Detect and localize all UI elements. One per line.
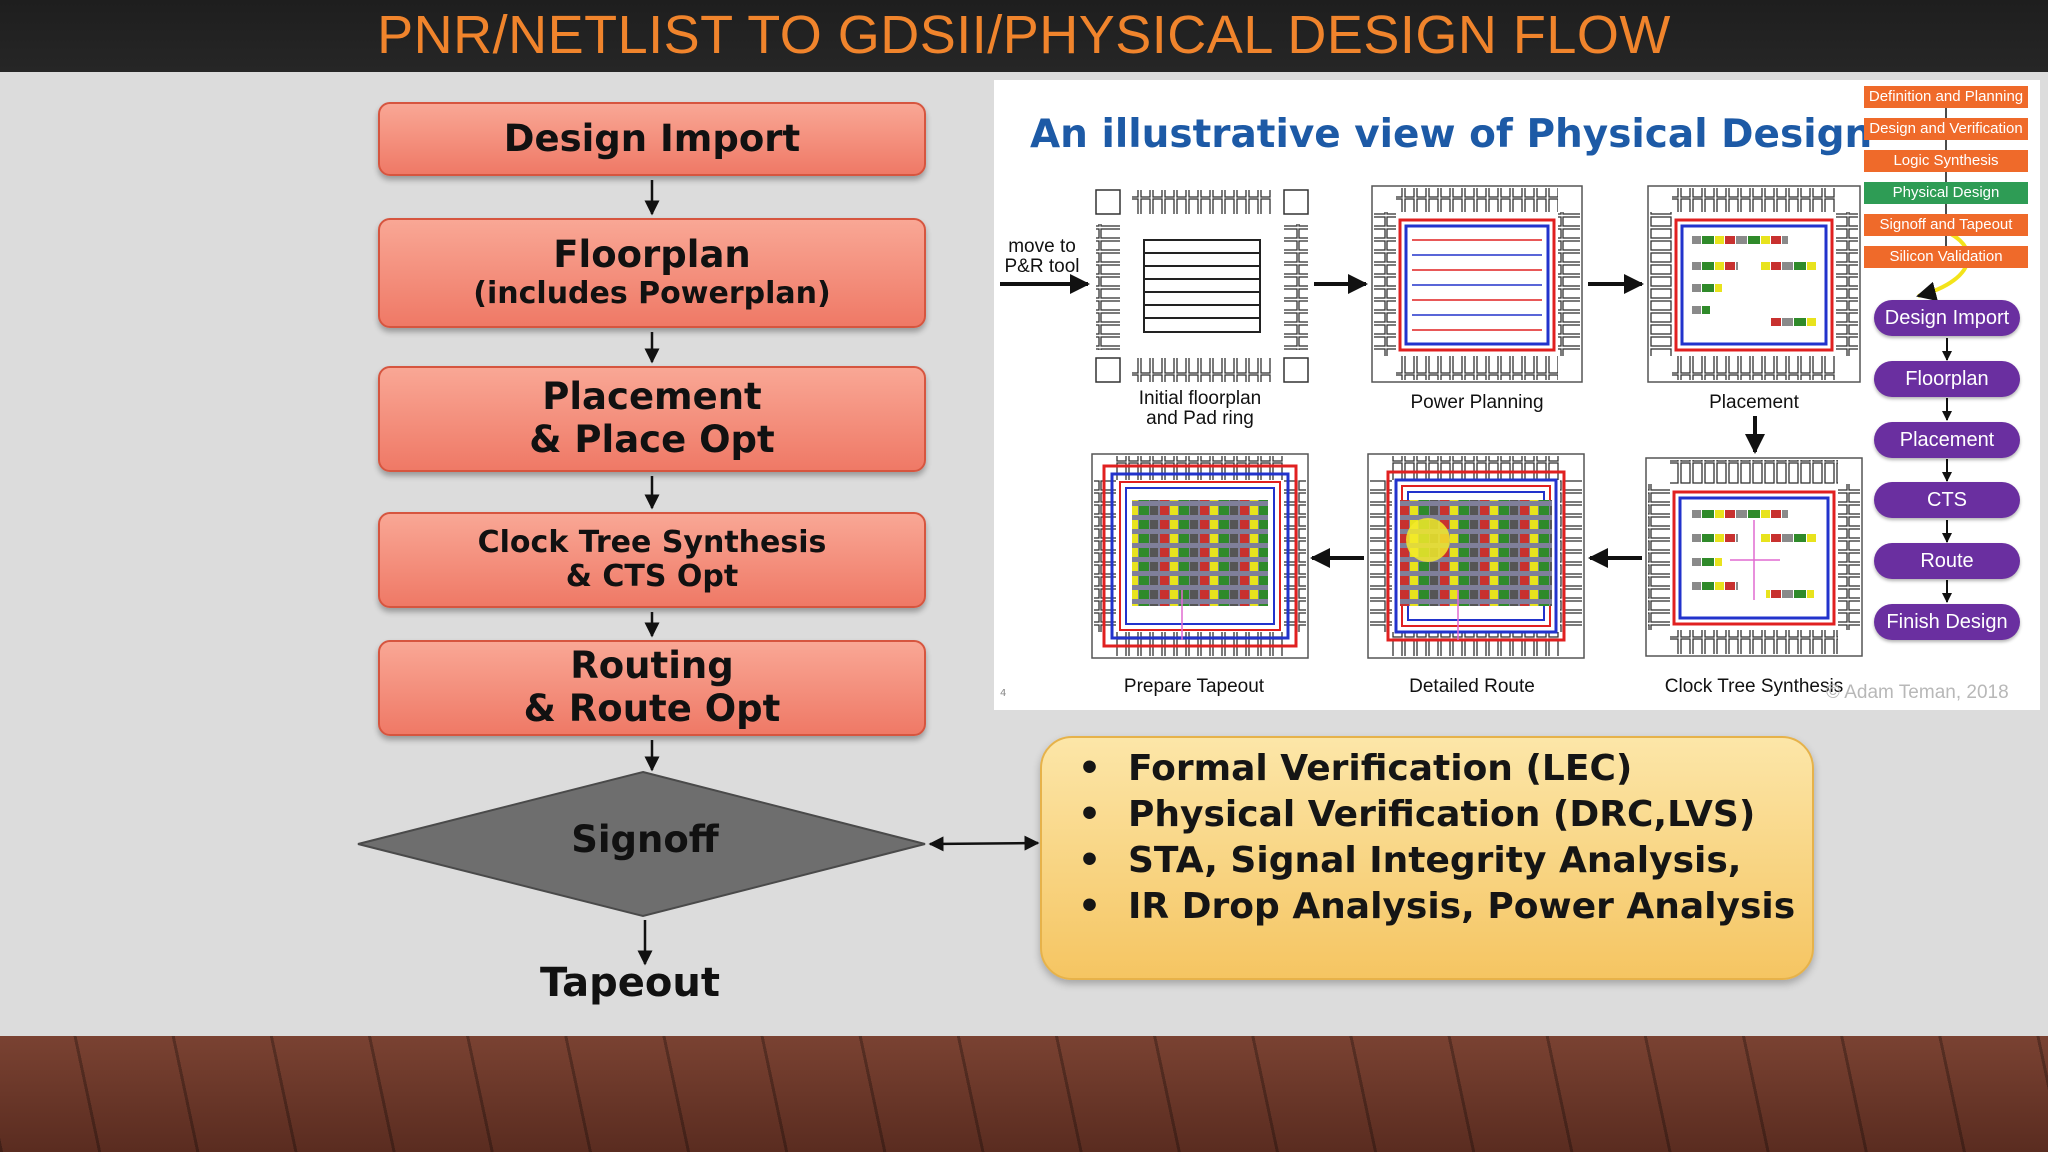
check-item: Formal Verification (LEC) <box>1078 746 1812 792</box>
side-step-signoff-tapeout: Signoff and Tapeout <box>1864 214 2028 236</box>
tapeout-label: Tapeout <box>540 960 720 1006</box>
side-step-logic-synthesis: Logic Synthesis <box>1864 150 2028 172</box>
flow-box-routing: Routing & Route Opt <box>378 640 926 736</box>
pill-route: Route <box>1874 543 2020 579</box>
pill-design-import: Design Import <box>1874 300 2020 336</box>
check-item: IR Drop Analysis, Power Analysis <box>1078 884 1812 930</box>
stage-label: Placement <box>1709 392 1799 413</box>
stage-detailed-route-chip <box>1367 453 1585 659</box>
flow-box-line: Floorplan <box>553 233 751 277</box>
stage-cts-chip <box>1645 457 1863 657</box>
title-bar: PNR/NETLIST TO GDSII/PHYSICAL DESIGN FLO… <box>0 0 2048 72</box>
flow-box-design-import: Design Import <box>378 102 926 176</box>
flow-box-line: & CTS Opt <box>565 559 739 594</box>
wood-floor-background <box>0 1036 2048 1152</box>
stage-power-planning-chip <box>1371 185 1583 383</box>
page-number: 4 <box>1000 688 1007 699</box>
flow-box-line: Routing <box>570 644 734 688</box>
signoff-diamond <box>357 770 926 918</box>
stage-label: Prepare Tapeout <box>1124 676 1265 697</box>
flow-box-line: Clock Tree Synthesis <box>477 524 827 560</box>
pill-cts: CTS <box>1874 482 2020 518</box>
flow-box-line: Design Import <box>503 116 801 160</box>
side-step-silicon-validation: Silicon Validation <box>1864 246 2028 268</box>
move-to-tool-label: P&R tool <box>1005 256 1080 277</box>
signoff-checks-box: Formal Verification (LEC) Physical Verif… <box>1040 736 1814 980</box>
flow-box-floorplan: Floorplan (includes Powerplan) <box>378 218 926 328</box>
side-step-definition: Definition and Planning <box>1864 86 2028 108</box>
signoff-checks-list: Formal Verification (LEC) Physical Verif… <box>1078 746 1812 930</box>
side-step-design-verification: Design and Verification <box>1864 118 2028 140</box>
stage-prepare-tapeout-chip <box>1091 453 1309 659</box>
stage-placement-chip <box>1647 185 1861 383</box>
flow-box-line: & Route Opt <box>523 687 781 730</box>
signoff-to-checks-arrow <box>928 835 1040 852</box>
copyright-text: © Adam Teman, 2018 <box>1826 682 2009 703</box>
check-item: Physical Verification (DRC,LVS) <box>1078 792 1812 838</box>
flow-box-line: & Place Opt <box>529 418 775 461</box>
stage-label: Clock Tree Synthesis <box>1665 676 1843 697</box>
flow-box-cts: Clock Tree Synthesis & CTS Opt <box>378 512 926 608</box>
side-step-physical-design: Physical Design <box>1864 182 2028 204</box>
stage-label: Detailed Route <box>1409 676 1535 697</box>
illustration-title: An illustrative view of Physical Design <box>1030 112 1873 157</box>
pill-placement: Placement <box>1874 422 2020 458</box>
page-title: PNR/NETLIST TO GDSII/PHYSICAL DESIGN FLO… <box>377 5 1671 65</box>
flow-box-line: (includes Powerplan) <box>473 276 831 312</box>
move-to-tool-label: move to <box>1008 236 1076 257</box>
stage-initial-floorplan-chip <box>1095 189 1309 383</box>
stage-label: Power Planning <box>1410 392 1543 413</box>
pill-floorplan: Floorplan <box>1874 361 2020 397</box>
signoff-label: Signoff <box>571 818 719 861</box>
pill-finish-design: Finish Design <box>1874 604 2020 640</box>
stage-label: Initial floorplan <box>1139 388 1262 409</box>
flow-box-placement: Placement & Place Opt <box>378 366 926 472</box>
stage-label: and Pad ring <box>1146 408 1254 429</box>
flow-box-line: Placement <box>542 375 762 419</box>
check-item: STA, Signal Integrity Analysis, <box>1078 838 1812 884</box>
